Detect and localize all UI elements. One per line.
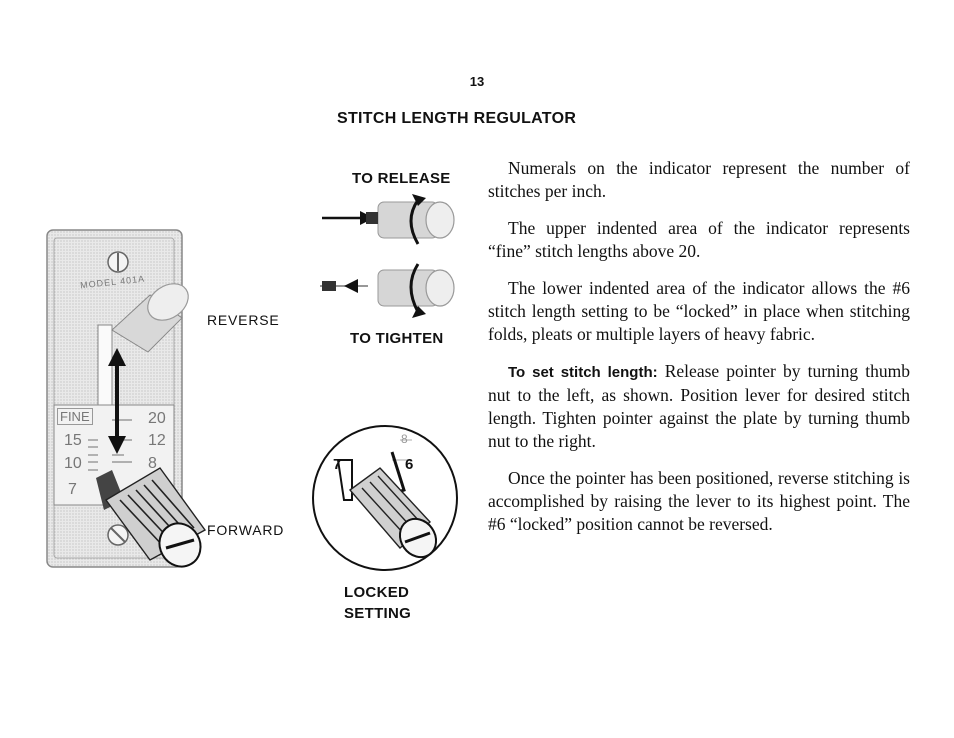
paragraph-reverse: Once the pointer has been positioned, re… (488, 468, 910, 534)
stitch-number-20: 20 (148, 410, 166, 427)
set-stitch-text: Release pointer by turning thumb nut to … (488, 361, 910, 451)
stitch-number-12: 12 (148, 432, 166, 449)
reverse-label: REVERSE (207, 312, 280, 328)
stitch-number-10: 10 (64, 455, 82, 472)
stitch-number-15: 15 (64, 432, 82, 449)
setting-label: SETTING (344, 605, 412, 622)
locked-number-6: 6 (405, 456, 414, 473)
locked-number-7: 7 (333, 456, 342, 473)
paragraph-upper-area: The upper indented area of the indicator… (488, 218, 910, 261)
locked-knob-icon (348, 467, 438, 559)
locked-label: LOCKED (344, 584, 410, 601)
forward-label: FORWARD (207, 522, 285, 538)
reverse-knob-icon (111, 283, 189, 353)
set-stitch-lead: To set stitch length: (508, 364, 658, 381)
forward-lever-icon (96, 467, 207, 568)
bottom-screw-icon (107, 524, 129, 546)
locked-number-8: 8 (401, 432, 408, 446)
section-heading: STITCH LENGTH REGULATOR (337, 110, 577, 127)
paragraph-set-stitch: To set stitch length: Release pointer by… (488, 360, 910, 453)
paragraph-lower-area: The lower indented area of the indicator… (488, 278, 910, 344)
stitch-number-8: 8 (148, 455, 157, 472)
paragraph-numerals: Numerals on the indicator represent the … (488, 158, 910, 201)
top-screw-icon (107, 251, 129, 273)
fine-label: FINE (57, 408, 93, 425)
page-number: 13 (469, 74, 485, 89)
stitch-number-7: 7 (68, 481, 77, 498)
instruction-text: Numerals on the indicator represent the … (488, 157, 910, 550)
lever-travel-arrow-icon (108, 348, 126, 454)
to-release-label: TO RELEASE (352, 170, 451, 187)
tighten-knob-icon (320, 263, 455, 318)
to-tighten-label: TO TIGHTEN (350, 330, 444, 347)
release-knob-icon (322, 194, 455, 245)
